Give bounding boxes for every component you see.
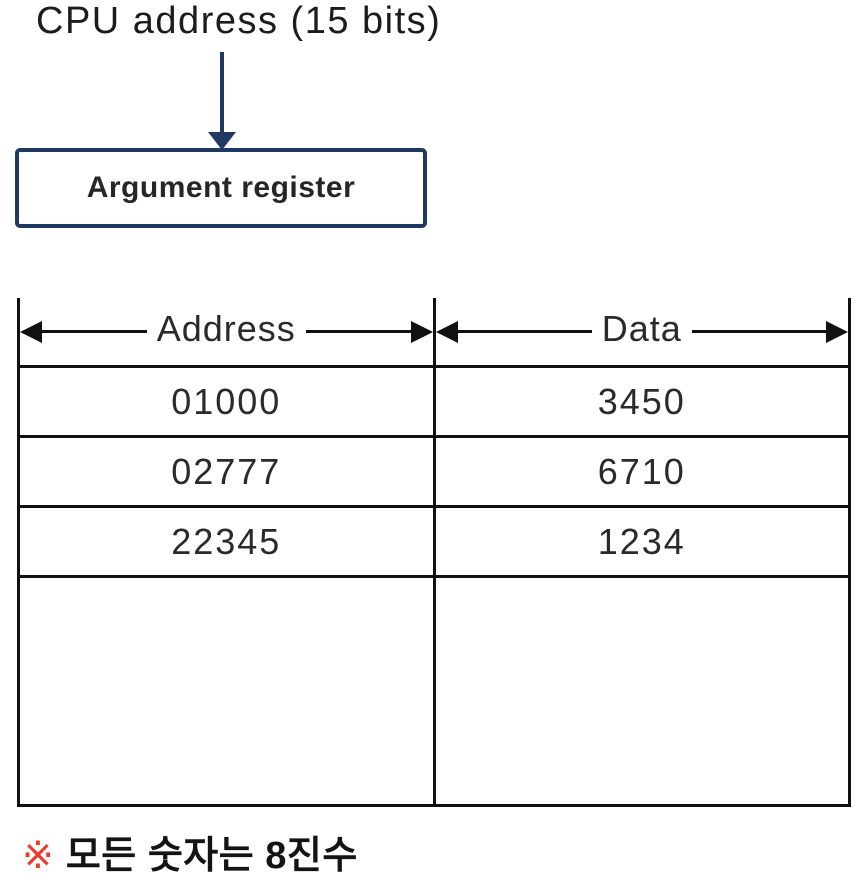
address-cell: 22345 [20,508,436,575]
footnote: ※ 모든 숫자는 8진수 [22,824,358,879]
arrow-shaft-right [305,330,411,333]
data-cell: 1234 [597,520,686,562]
arrow-shaft-left [42,330,147,333]
table-row-empty [20,578,848,804]
data-cell: 6710 [597,450,686,492]
table-row: 02777 6710 [20,438,848,508]
arrow-left-icon [435,320,458,343]
arrow-left-icon [20,320,42,343]
table-row: 22345 1234 [20,508,848,578]
arrow-shaft-left [457,330,592,333]
header-cell-data: Data [435,298,849,365]
column-label-address: Address [156,307,296,349]
address-cell: 01000 [20,368,436,435]
cpu-address-label: CPU address (15 bits) [36,0,442,42]
arrow-shaft-right [691,330,827,333]
memory-table: Address Data 01000 3450 02777 6710 22345… [17,298,851,807]
down-arrow [220,52,224,134]
data-cell: 3450 [597,380,686,422]
table-row: 01000 3450 [20,368,848,438]
address-cell: 02777 [20,438,436,505]
argument-register-label: Argument register [86,171,356,204]
arrow-right-icon [826,320,849,343]
address-cell-empty [20,578,436,804]
reference-mark-icon: ※ [22,835,54,877]
table-header-row: Address Data [20,298,849,368]
argument-register-box: Argument register [15,148,427,228]
arrow-right-icon [410,320,433,343]
footnote-text: 모든 숫자는 8진수 [65,835,358,877]
header-cell-address: Address [20,298,436,365]
down-arrow-head-icon [208,132,236,150]
column-label-data: Data [601,307,682,349]
data-cell-empty [436,578,849,804]
